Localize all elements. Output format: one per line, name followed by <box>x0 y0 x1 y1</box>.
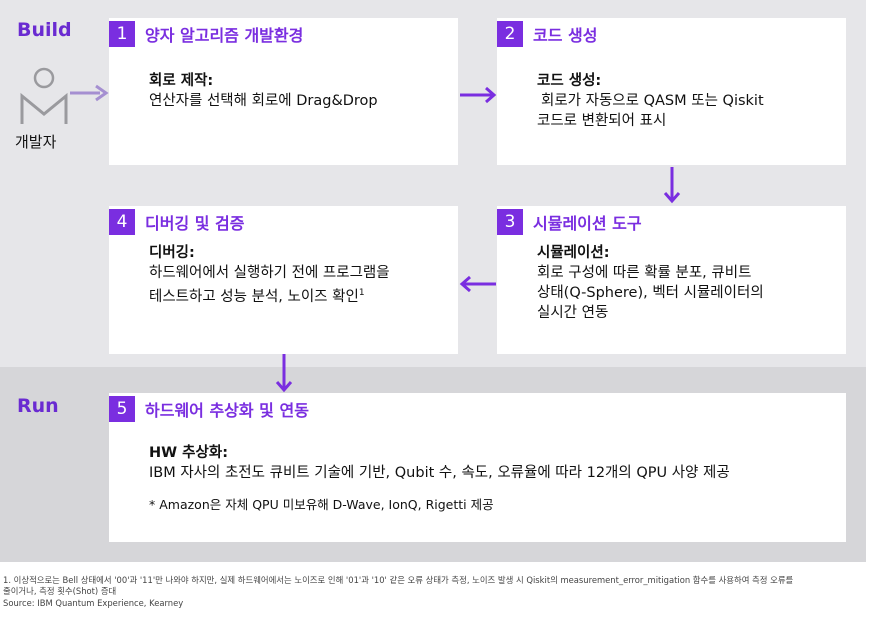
step-text: 테스트하고 성능 분석, 노이즈 확인 <box>149 288 359 305</box>
step-number: 3 <box>497 209 523 235</box>
step-text: IBM 자사의 초전도 큐비트 기술에 기반, Qubit 수, 속도, 오류율… <box>149 465 730 481</box>
step-text: 회로 구성에 따른 확률 분포, 큐비트 <box>537 265 752 281</box>
step-title: 시뮬레이션 도구 <box>533 214 642 233</box>
run-label: Run <box>17 395 59 417</box>
arrow-left-icon <box>459 275 496 293</box>
step-subhead: 시뮬레이션: <box>537 245 610 261</box>
step-card-1: 1 양자 알고리즘 개발환경 회로 제작: 연산자를 선택해 회로에 Drag&D… <box>109 18 458 165</box>
step-text: 실시간 연동 <box>537 305 609 321</box>
source-note: Source: IBM Quantum Experience, Kearney <box>3 598 184 608</box>
step-card-2: 2 코드 생성 코드 생성: 회로가 자동으로 QASM 또는 Qiskit 코드… <box>497 18 846 165</box>
step-subhead: 코드 생성: <box>537 73 602 89</box>
build-label: Build <box>17 19 72 41</box>
step-title: 디버깅 및 검증 <box>145 214 245 233</box>
step-text: 회로가 자동으로 QASM 또는 Qiskit <box>541 93 764 109</box>
developer-label: 개발자 <box>15 133 57 151</box>
step-text: 연산자를 선택해 회로에 Drag&Drop <box>149 93 378 109</box>
step-card-5: 5 하드웨어 추상화 및 연동 HW 추상화: IBM 자사의 초전도 큐비트 기… <box>109 393 846 542</box>
arrow-down-icon <box>275 354 293 393</box>
step-number: 1 <box>109 21 135 47</box>
step-title: 코드 생성 <box>533 26 598 45</box>
footnote-1: 1. 이상적으로는 Bell 상태에서 '00'과 '11'만 나와야 하지만,… <box>3 575 794 585</box>
footnote-ref: 1 <box>358 288 365 298</box>
step-number: 5 <box>109 396 135 422</box>
step-card-3: 3 시뮬레이션 도구 시뮬레이션: 회로 구성에 따른 확률 분포, 큐비트 상태… <box>497 206 846 354</box>
step-subhead: HW 추상화: <box>149 445 228 461</box>
step-subhead: 디버깅: <box>149 245 195 261</box>
arrow-down-icon <box>663 167 681 204</box>
step-title: 하드웨어 추상화 및 연동 <box>145 401 309 420</box>
step-card-4: 4 디버깅 및 검증 디버깅: 하드웨어에서 실행하기 전에 프로그램을 테스트하… <box>109 206 458 354</box>
footnote-1-cont: 줄이거나, 측정 횟수(Shot) 증대 <box>3 586 117 596</box>
step-note: * Amazon은 자체 QPU 미보유해 D-Wave, IonQ, Rige… <box>149 497 494 512</box>
step-text: 하드웨어에서 실행하기 전에 프로그램을 <box>149 265 390 281</box>
step-subhead: 회로 제작: <box>149 73 214 89</box>
step-number: 4 <box>109 209 135 235</box>
person-icon <box>20 67 68 124</box>
arrow-right-icon <box>70 84 109 102</box>
arrow-right-icon <box>460 86 497 104</box>
step-number: 2 <box>497 21 523 47</box>
step-title: 양자 알고리즘 개발환경 <box>145 26 304 45</box>
step-text: 코드로 변환되어 표시 <box>537 113 667 129</box>
step-text: 상태(Q-Sphere), 벡터 시뮬레이터의 <box>537 285 764 301</box>
